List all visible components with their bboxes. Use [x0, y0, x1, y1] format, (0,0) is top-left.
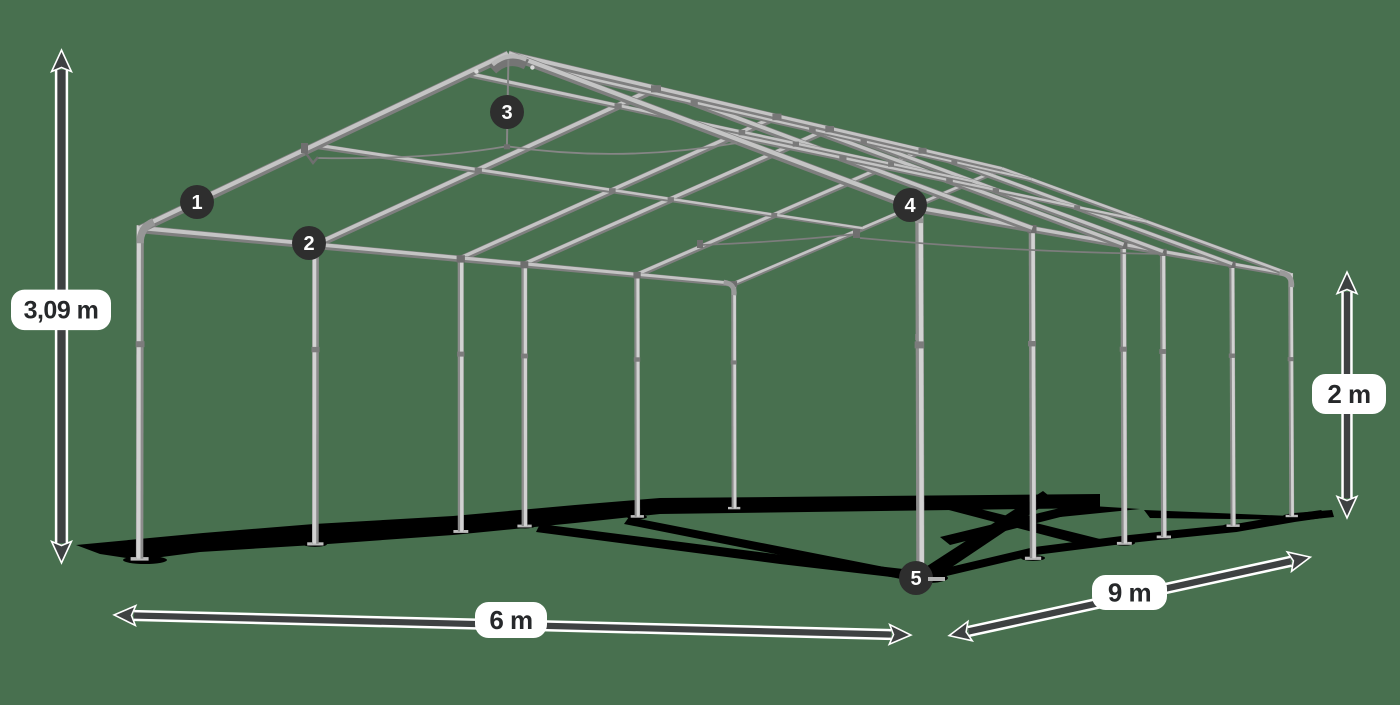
svg-text:3: 3: [501, 102, 512, 124]
svg-text:3,09 m: 3,09 m: [24, 297, 99, 325]
svg-text:9 m: 9 m: [1108, 578, 1151, 608]
svg-text:6 m: 6 m: [489, 605, 532, 635]
svg-text:1: 1: [191, 192, 202, 214]
svg-text:2: 2: [303, 233, 314, 255]
svg-text:4: 4: [904, 195, 916, 217]
svg-text:2 m: 2 m: [1327, 379, 1370, 409]
svg-text:5: 5: [910, 568, 921, 590]
